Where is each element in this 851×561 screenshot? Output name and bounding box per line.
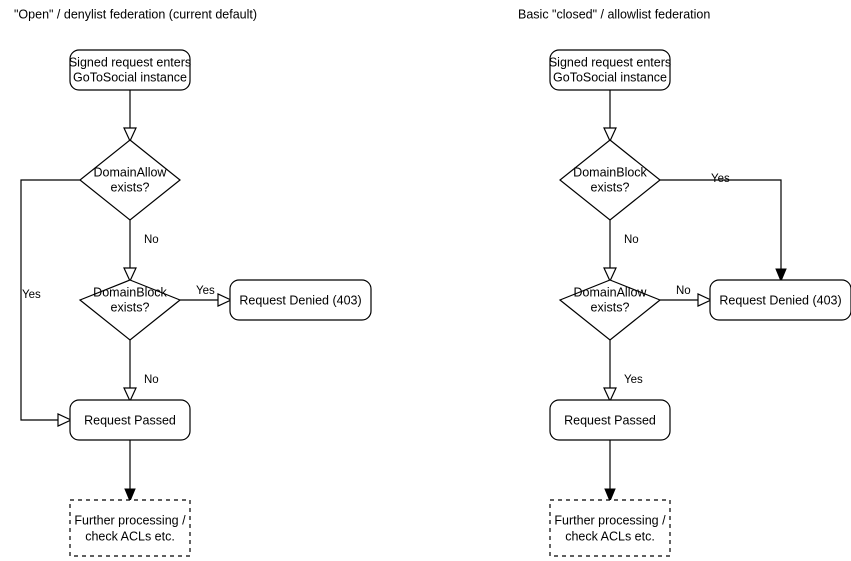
edge-label-decision1-no-left: No	[144, 234, 159, 246]
edge-label-decision2-yes-left: Yes	[196, 285, 215, 297]
node-further-processing-left-line2: check ACLs etc.	[85, 529, 175, 543]
arrowhead-passed-from-yes-left	[57, 413, 73, 427]
node-further-processing-left	[69, 499, 191, 557]
edge-decision1-yes-right	[660, 179, 782, 273]
node-further-processing-right	[549, 499, 671, 557]
arrowhead-decision1-right	[603, 127, 617, 143]
arrowhead-passed-right	[603, 387, 617, 403]
panel-closed-allowlist: Basic "closed" / allowlist federation Si…	[518, 7, 851, 557]
node-request-denied-right	[709, 279, 851, 321]
edge-decision1-yes-left	[20, 179, 80, 421]
edge-label-decision1-no-right: No	[624, 234, 639, 246]
node-request-passed-right-label: Request Passed	[564, 413, 656, 427]
node-further-processing-left-line1: Further processing /	[74, 513, 186, 527]
arrowhead-further-left	[124, 488, 136, 503]
edge-label-decision2-no-right: No	[676, 285, 691, 297]
arrowhead-denied-from-yes-right	[775, 268, 787, 283]
node-request-denied-left-label: Request Denied (403)	[239, 293, 361, 307]
node-request-denied-left	[229, 279, 372, 321]
node-decision-domainblock-left-line1: DomainBlock	[93, 285, 167, 299]
node-start-right-line2: GoToSocial instance	[553, 70, 667, 84]
node-start-left-line1: Signed request enters	[69, 55, 191, 69]
edge-label-decision1-yes-left: Yes	[22, 289, 41, 301]
node-start-left-line2: GoToSocial instance	[73, 70, 187, 84]
panel-open-denylist: "Open" / denylist federation (current de…	[14, 7, 372, 557]
arrowhead-decision2-right	[603, 267, 617, 283]
arrowhead-denied-right	[697, 293, 713, 307]
panel-title-open-denylist: "Open" / denylist federation (current de…	[14, 7, 257, 21]
edge-label-decision2-yes-right: Yes	[624, 374, 643, 386]
node-decision-domainblock-right-line1: DomainBlock	[573, 165, 647, 179]
panel-title-closed-allowlist: Basic "closed" / allowlist federation	[518, 7, 710, 21]
edge-label-decision1-yes-right: Yes	[711, 173, 730, 185]
node-request-passed-left-label: Request Passed	[84, 413, 176, 427]
node-further-processing-right-line2: check ACLs etc.	[565, 529, 655, 543]
node-further-processing-right-line1: Further processing /	[554, 513, 666, 527]
node-decision-domainallow-left-line2: exists?	[111, 180, 150, 194]
arrowhead-denied-left	[217, 293, 233, 307]
arrowhead-decision2-left	[123, 267, 137, 283]
arrowhead-passed-left	[123, 387, 137, 403]
node-decision-domainblock-left-line2: exists?	[111, 300, 150, 314]
arrowhead-further-right	[604, 488, 616, 503]
arrowhead-decision1-left	[123, 127, 137, 143]
node-decision-domainallow-left-line1: DomainAllow	[94, 165, 168, 179]
node-request-denied-right-label: Request Denied (403)	[719, 293, 841, 307]
node-decision-domainallow-right-line1: DomainAllow	[574, 285, 648, 299]
edge-label-decision2-no-left: No	[144, 374, 159, 386]
node-start-right-line1: Signed request enters	[549, 55, 671, 69]
node-decision-domainblock-right-line2: exists?	[591, 180, 630, 194]
node-decision-domainallow-right-line2: exists?	[591, 300, 630, 314]
